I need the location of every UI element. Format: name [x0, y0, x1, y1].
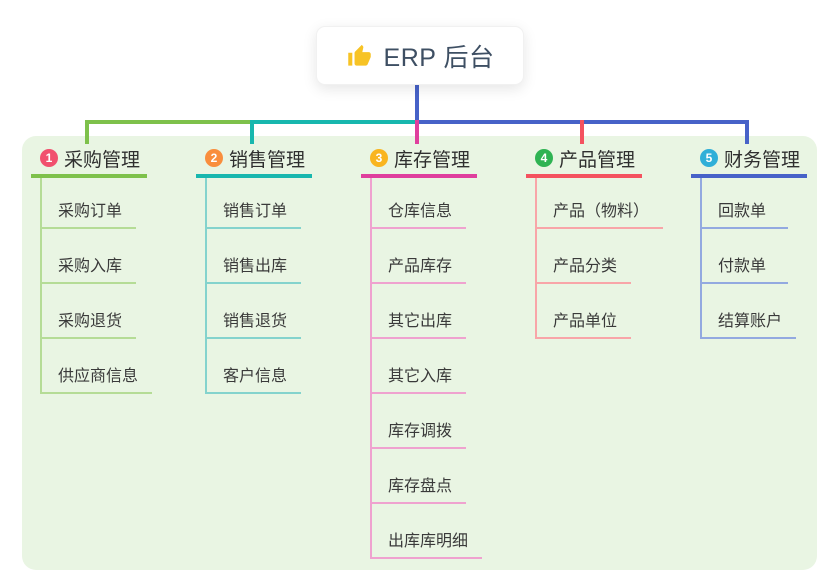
node-label: 供应商信息 — [58, 367, 139, 385]
branch-purchase: 1 采购管理 采购订单 采购入库 采购退货 供应商信息 — [31, 147, 196, 394]
node-item[interactable]: 采购入库 — [40, 228, 137, 284]
root-title: ERP 后台 — [383, 43, 495, 72]
node-label: 销售订单 — [223, 202, 288, 220]
branch-children: 仓库信息 产品库存 其它出库 其它入库 库存调拨 库存盘点 出库库明细 — [370, 177, 526, 559]
branch-underline — [691, 174, 807, 178]
branch-underline — [31, 174, 147, 178]
node-item[interactable]: 客户信息 — [205, 338, 302, 394]
node-label: 库存盘点 — [388, 477, 453, 495]
root-node[interactable]: ERP 后台 — [316, 26, 524, 85]
branch-riser-finance — [745, 120, 749, 144]
branch-title-text: 财务管理 — [724, 149, 801, 171]
branch-inventory: 3 库存管理 仓库信息 产品库存 其它出库 其它入库 库存调拨 库存盘点 出库库… — [361, 147, 526, 559]
node-label: 采购订单 — [58, 202, 123, 220]
branch-product: 4 产品管理 产品（物料） 产品分类 产品单位 — [526, 147, 691, 339]
branch-title[interactable]: 3 库存管理 — [361, 147, 526, 171]
node-item[interactable]: 其它入库 — [370, 338, 467, 394]
branch-title[interactable]: 1 采购管理 — [31, 147, 196, 171]
node-item[interactable]: 供应商信息 — [40, 338, 153, 394]
node-label: 产品库存 — [388, 257, 453, 275]
branch-finance: 5 财务管理 回款单 付款单 结算账户 — [691, 147, 839, 339]
node-item[interactable]: 库存盘点 — [370, 448, 467, 504]
branch-number-badge: 5 — [700, 149, 718, 167]
branch-number-badge: 1 — [40, 149, 58, 167]
node-item[interactable]: 销售出库 — [205, 228, 302, 284]
node-item[interactable]: 产品（物料） — [535, 177, 664, 229]
node-label: 销售退货 — [223, 312, 288, 330]
node-item[interactable]: 库存调拨 — [370, 393, 467, 449]
node-item[interactable]: 其它出库 — [370, 283, 467, 339]
node-label: 结算账户 — [718, 312, 783, 330]
branch-number-badge: 4 — [535, 149, 553, 167]
node-label: 客户信息 — [223, 367, 288, 385]
thumbs-up-icon — [347, 44, 371, 66]
node-label: 库存调拨 — [388, 422, 453, 440]
node-label: 付款单 — [718, 257, 767, 275]
node-item[interactable]: 采购退货 — [40, 283, 137, 339]
branch-riser-product — [580, 120, 584, 144]
branch-title[interactable]: 2 销售管理 — [196, 147, 361, 171]
bus-line-left-green — [85, 120, 252, 124]
node-item[interactable]: 产品分类 — [535, 228, 632, 284]
branch-riser-purchase — [85, 120, 89, 144]
branch-title[interactable]: 4 产品管理 — [526, 147, 691, 171]
branches-panel — [22, 136, 817, 570]
node-item[interactable]: 销售订单 — [205, 177, 302, 229]
bus-line-left-teal — [252, 120, 417, 124]
node-item[interactable]: 产品库存 — [370, 228, 467, 284]
node-item[interactable]: 产品单位 — [535, 283, 632, 339]
node-item[interactable]: 采购订单 — [40, 177, 137, 229]
node-item[interactable]: 出库库明细 — [370, 503, 483, 559]
branch-underline — [196, 174, 312, 178]
branch-underline — [526, 174, 642, 178]
node-label: 采购退货 — [58, 312, 123, 330]
node-label: 产品单位 — [553, 312, 618, 330]
node-label: 仓库信息 — [388, 202, 453, 220]
node-label: 回款单 — [718, 202, 767, 220]
branch-children: 采购订单 采购入库 采购退货 供应商信息 — [40, 177, 196, 394]
branch-title-text: 库存管理 — [394, 149, 471, 171]
root-connector-line — [415, 83, 419, 124]
branch-underline — [361, 174, 477, 178]
branch-children: 销售订单 销售出库 销售退货 客户信息 — [205, 177, 361, 394]
branch-title[interactable]: 5 财务管理 — [691, 147, 839, 171]
node-label: 产品（物料） — [553, 202, 650, 220]
node-item[interactable]: 回款单 — [700, 177, 788, 229]
node-item[interactable]: 付款单 — [700, 228, 788, 284]
branch-sales: 2 销售管理 销售订单 销售出库 销售退货 客户信息 — [196, 147, 361, 394]
node-label: 其它入库 — [388, 367, 453, 385]
branch-title-text: 产品管理 — [559, 149, 636, 171]
node-item[interactable]: 销售退货 — [205, 283, 302, 339]
node-label: 出库库明细 — [388, 532, 469, 550]
node-item[interactable]: 仓库信息 — [370, 177, 467, 229]
node-label: 销售出库 — [223, 257, 288, 275]
branch-riser-inventory — [415, 120, 419, 144]
node-item[interactable]: 结算账户 — [700, 283, 797, 339]
branch-children: 回款单 付款单 结算账户 — [700, 177, 839, 339]
branch-number-badge: 3 — [370, 149, 388, 167]
branch-number-badge: 2 — [205, 149, 223, 167]
node-label: 产品分类 — [553, 257, 618, 275]
node-label: 其它出库 — [388, 312, 453, 330]
branch-riser-sales — [250, 120, 254, 144]
node-label: 采购入库 — [58, 257, 123, 275]
branch-title-text: 采购管理 — [64, 149, 141, 171]
branch-title-text: 销售管理 — [229, 149, 306, 171]
branch-children: 产品（物料） 产品分类 产品单位 — [535, 177, 691, 339]
